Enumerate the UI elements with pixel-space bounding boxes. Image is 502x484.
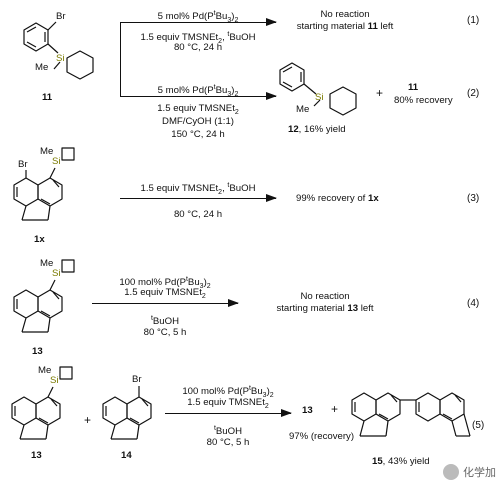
watermark: 化学加 [443, 464, 496, 480]
r2-cond-b2: DMF/CyOH (1:1) [162, 116, 234, 127]
r5-cond-t1: 100 mol% Pd(PtBu3)2 [182, 385, 274, 400]
r2-recovery: 80% recovery [394, 95, 453, 106]
r4-result-1: No reaction [300, 291, 350, 302]
plus-r2: + [376, 86, 384, 100]
atom-me-13a: Me [40, 258, 54, 269]
arrow-r4 [92, 299, 239, 307]
r2-product-12-label: 12, 16% yield [288, 124, 346, 135]
compound-12-structure [279, 62, 357, 116]
r1-cond-top: 5 mol% Pd(PtBu3)2 [157, 10, 239, 25]
label-14: 14 [121, 450, 132, 461]
r2-cond-b3: 150 °C, 24 h [171, 129, 225, 140]
r1-result-2: starting material 11 left [296, 21, 394, 32]
wechat-icon [443, 464, 459, 480]
r3-cond-b1: 80 °C, 24 h [173, 209, 223, 220]
label-11: 11 [42, 92, 53, 103]
reaction-number-3: (3) [467, 193, 480, 204]
atom-me-1x: Me [40, 146, 54, 157]
r5-product-13: 13 [302, 405, 313, 416]
reaction-number-1: (1) [467, 15, 480, 26]
arrow-r3 [120, 194, 277, 202]
label-1x: 1x [34, 234, 45, 245]
atom-br-1x: Br [18, 159, 28, 170]
atom-me-13b: Me [38, 365, 52, 376]
r5-cond-b2: 80 °C, 5 h [206, 437, 250, 448]
r1-cond-b2: 80 °C, 24 h [173, 42, 223, 53]
compound-11-structure [23, 21, 94, 80]
r4-result-2: starting material 13 left [276, 303, 374, 314]
compound-15-structure [351, 392, 471, 437]
arrow-r1 [120, 18, 277, 26]
atom-si-13b: Si [50, 375, 59, 386]
compound-13-structure-r4 [13, 259, 75, 333]
atom-me-12: Me [296, 104, 310, 115]
watermark-text: 化学加 [463, 467, 496, 479]
reaction-number-5: (5) [472, 420, 485, 431]
r1-result-1: No reaction [320, 9, 370, 20]
r2-cond-b1: 1.5 equiv TMSNEt2 [157, 103, 239, 116]
arrow-r2 [120, 92, 277, 100]
r3-result: 99% recovery of 1x [296, 193, 379, 204]
branch-line [120, 22, 121, 96]
atom-si-1x: Si [52, 156, 61, 167]
r3-cond-top: 1.5 equiv TMSNEt2, tBuOH [140, 182, 256, 197]
label-13-r4: 13 [32, 346, 43, 357]
atom-si-12: Si [315, 92, 324, 103]
r2-cond-top: 5 mol% Pd(PtBu3)2 [157, 84, 239, 99]
r5-cond-t2: 1.5 equiv TMSNEt2 [187, 397, 269, 410]
arrow-r5 [165, 409, 292, 417]
r4-cond-b2: 80 °C, 5 h [143, 327, 187, 338]
reaction-number-4: (4) [467, 298, 480, 309]
r5-cond-b1: tBuOH [213, 425, 243, 438]
compound-13-structure-r5 [11, 366, 73, 440]
atom-si-11: Si [56, 53, 65, 64]
atom-me-11: Me [35, 62, 49, 73]
reaction-number-2: (2) [467, 88, 480, 99]
r2-product-11: 11 [408, 82, 419, 93]
r5-product-15-label: 15, 43% yield [372, 456, 430, 467]
r4-cond-b1: tBuOH [150, 315, 180, 328]
r1-cond-b1: 1.5 equiv TMSNEt2, tBuOH [140, 31, 256, 46]
compound-1x-structure [13, 147, 75, 221]
r4-cond-t2: 1.5 equiv TMSNEt2 [124, 287, 206, 300]
atom-br-11: Br [56, 11, 66, 22]
compound-14-structure [102, 386, 152, 440]
r5-recovery: 97% (recovery) [289, 431, 355, 442]
plus-r5-left: + [84, 413, 92, 427]
atom-si-13a: Si [52, 268, 61, 279]
plus-r5-right: + [331, 402, 339, 416]
atom-br-14: Br [132, 374, 142, 385]
r4-cond-t1: 100 mol% Pd(PtBu3)2 [119, 276, 211, 291]
label-13-r5: 13 [31, 450, 42, 461]
